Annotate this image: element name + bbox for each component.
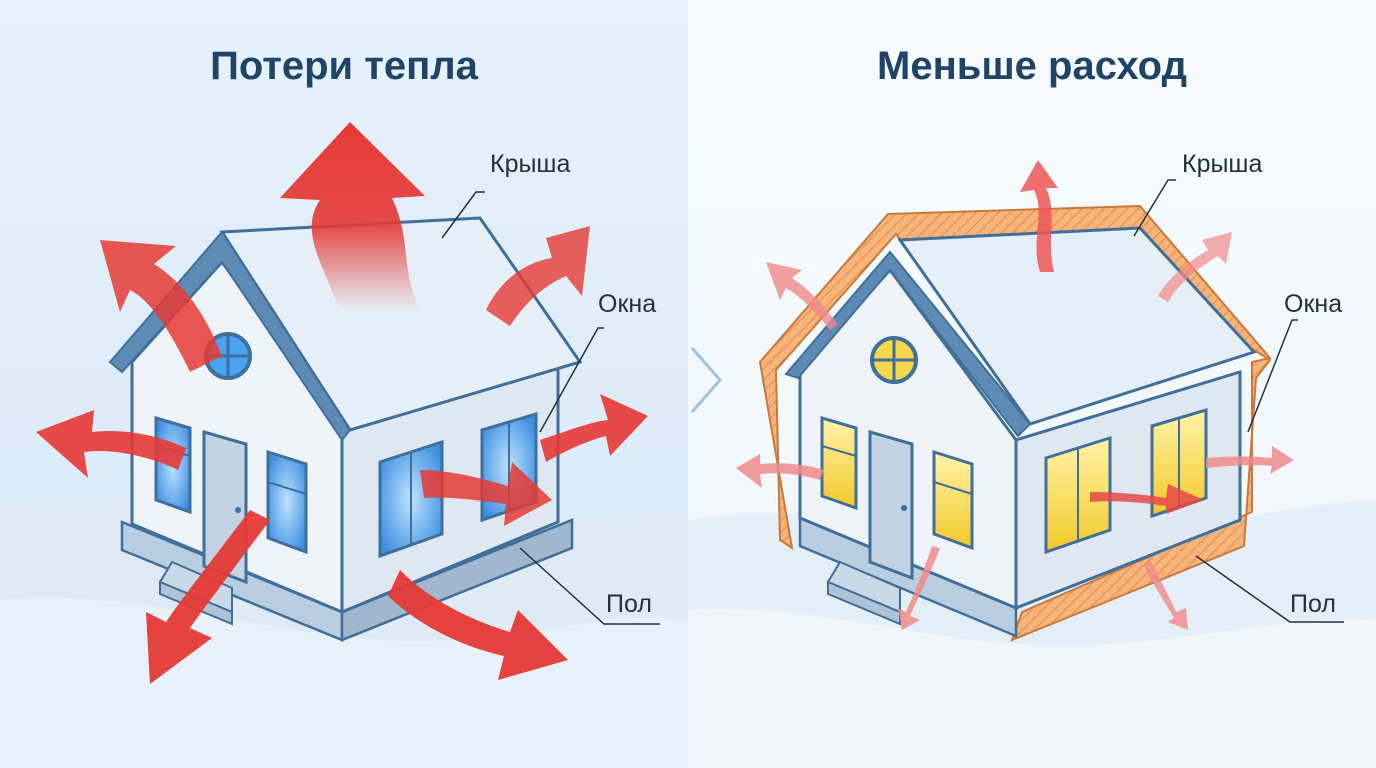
wall-left-heat-arrow — [36, 410, 186, 478]
left-house-gable-trim — [108, 230, 352, 442]
window-side-heat-arrow — [420, 462, 552, 526]
right-callout-lines — [1133, 179, 1344, 623]
right-label-windows: Окна — [1284, 290, 1343, 318]
right-floor-right-heat-arrow — [1144, 560, 1188, 630]
right-window-heat-arrow — [1206, 446, 1294, 474]
left-label-windows: Окна — [598, 290, 657, 318]
left-house — [108, 216, 583, 642]
left-front-window-2 — [266, 449, 308, 555]
floor-right-heat-arrow — [388, 570, 568, 680]
left-heat-loss-arrows — [36, 122, 648, 684]
warm-window-icon — [820, 415, 858, 511]
right-house — [758, 204, 1272, 642]
right-front-window-2 — [932, 449, 974, 551]
roof-left-heat-arrow — [100, 240, 222, 372]
right-wall-left-heat-arrow — [736, 454, 824, 488]
window-right-heat-arrow — [540, 394, 648, 462]
left-label-floor: Пол — [606, 590, 652, 618]
right-house-door — [868, 430, 914, 581]
left-callout-lines — [441, 191, 660, 625]
right-panel-title: Меньше расход — [877, 44, 1187, 88]
right-side-window-heat-arrow — [1090, 484, 1204, 514]
right-roof-right-heat-arrow — [1158, 232, 1232, 302]
right-floor-left-heat-arrow — [898, 546, 940, 630]
right-reduced-heat-arrows — [736, 160, 1294, 630]
roof-heat-arrow — [280, 122, 425, 310]
right-house-roof — [897, 226, 1257, 426]
roof-right-heat-arrow — [486, 226, 590, 326]
right-label-floor: Пол — [1290, 590, 1336, 618]
left-label-roof: Крыша — [490, 150, 571, 178]
right-label-roof: Крыша — [1182, 150, 1263, 178]
right-snow-front — [688, 608, 1376, 768]
right-roof-left-heat-arrow — [766, 262, 838, 330]
right-house-gable-trim — [784, 250, 1032, 438]
right-roof-heat-arrow — [1020, 160, 1058, 272]
left-panel-title: Потери тепла — [210, 44, 478, 88]
right-round-window — [870, 336, 918, 384]
floor-left-heat-arrow — [146, 510, 270, 684]
chevron-right-icon — [690, 347, 722, 413]
